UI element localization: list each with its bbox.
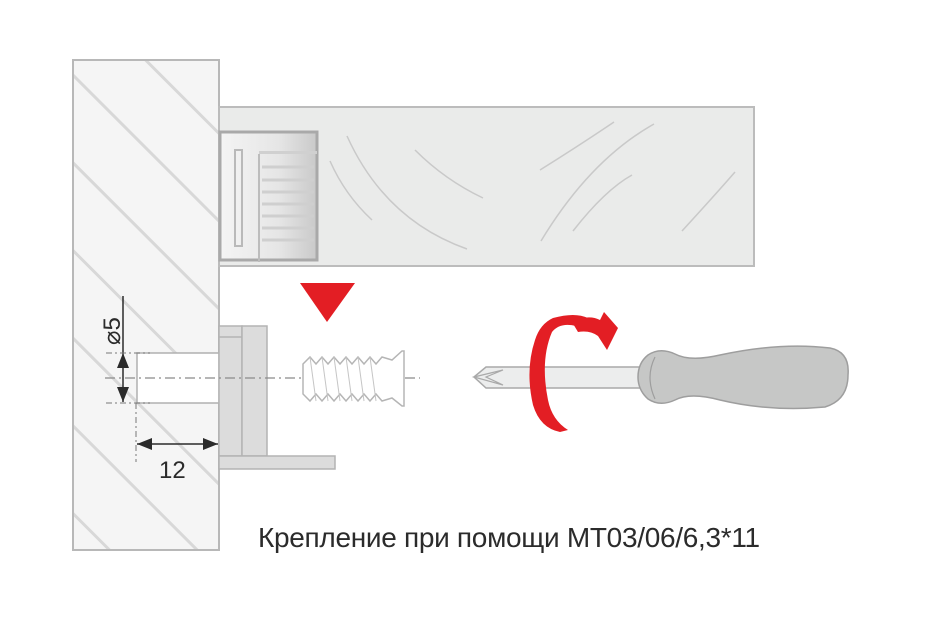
- caption-text: Крепление при помощи MT03/06/6,3*11: [258, 522, 760, 553]
- connector-housing: [218, 130, 319, 262]
- screw: [302, 350, 405, 407]
- screwdriver-handle: [637, 345, 849, 410]
- rotation-arrow: [529, 312, 618, 432]
- depth-label: 12: [159, 457, 186, 484]
- wall-section-hatched: [72, 59, 220, 551]
- depth-dimension: [135, 403, 218, 462]
- diameter-dimension: [106, 296, 150, 404]
- direction-arrow: [300, 283, 355, 322]
- diameter-label: ⌀5: [99, 317, 126, 345]
- screwdriver-shaft: [472, 366, 646, 389]
- housing-ribs: [262, 165, 314, 242]
- mounting-bracket: [218, 325, 336, 470]
- screwdriver: [471, 345, 849, 410]
- wood-grain: [329, 121, 736, 250]
